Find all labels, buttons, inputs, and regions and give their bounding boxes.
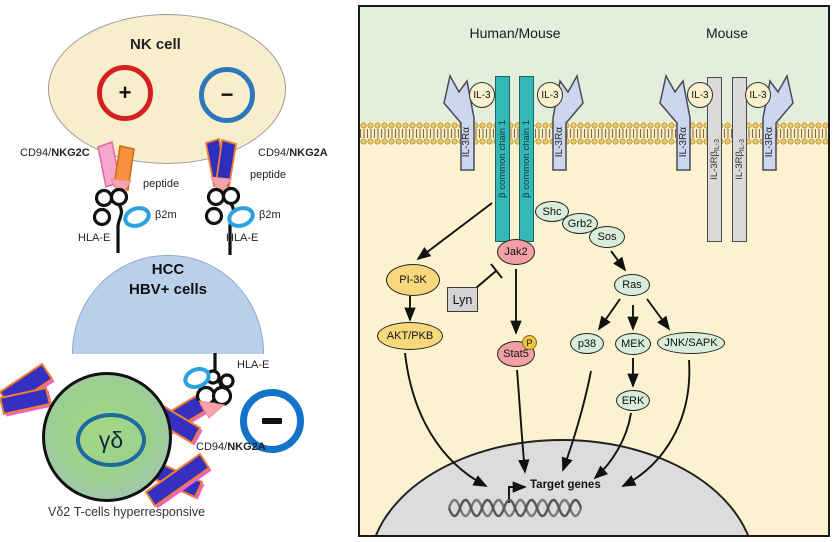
title-human-mouse: Human/Mouse [469,25,561,41]
title-mouse: Mouse [705,25,749,41]
node-lyn: Lyn [447,287,478,312]
b2m-right-label: β2m [259,209,281,221]
hcc-cell-label: HCC HBV+ cells [98,260,238,300]
il3ra-label-1: IL-3Rα [461,127,472,158]
peptide-right-shape [210,176,232,196]
node-ras: Ras [614,274,650,296]
peptide-bottom-shape [198,400,226,419]
arrow-ras-to-jnk [646,298,671,331]
minus-bar [262,418,282,424]
arrow-ras-to-p38 [597,298,621,331]
il3-ligand-2: IL-3 [537,82,563,108]
il3-ligand-1: IL-3 [469,82,495,108]
arrow-chain-to-pi3k [416,202,493,261]
membrane-outer-leaflet [360,122,828,129]
b2m-right-shape [227,206,255,228]
cd94-prefix: CD94/ [258,147,290,159]
arrow-sos-to-ras [610,250,627,272]
node-akt-pkb: AKT/PKB [377,322,443,350]
cd94-nkg2a-bottom-label: CD94/NKG2A [196,441,266,453]
node-stat5: Stat5 [497,341,535,367]
beta-common-chain-2-bar: β common chain 1 [519,76,534,242]
beta-chain-label: β common chain 1 [521,120,532,198]
membrane-tails [360,129,828,138]
phospho-badge: P [522,335,537,350]
cd94-prefix: CD94/ [196,441,228,453]
cd94-prefix: CD94/ [20,147,52,159]
gd-label: γδ [98,426,124,453]
peptide-right-label: peptide [250,169,287,181]
membrane-inner-leaflet [360,138,828,145]
il3rb-bar-1: IL-3RβIL-3 [707,77,722,242]
node-shc: Shc [535,201,569,222]
activating-plus-badge: + [97,65,153,121]
hla-e-bottom-label: HLA-E [237,359,270,371]
hla-e-right-shape [204,186,241,255]
gd-tcell-nucleus: γδ [76,413,146,467]
target-genes-label: Target genes [530,479,601,491]
b2m-left-label: β2m [155,209,177,221]
node-jnk-sapk: JNK/SAPK [657,332,725,354]
b2m-left-shape [123,206,151,228]
cd94-nkg2c-label: CD94/NKG2C [20,147,90,159]
hla-e-left-label: HLA-E [78,232,111,244]
nk-cell-label: NK cell [130,36,181,53]
node-grb2: Grb2 [562,213,598,234]
hcc-line2: HBV+ cells [129,281,207,298]
inhibition-minus-badge [240,389,304,453]
beta-chain-label: β common chain 1 [497,120,508,198]
nkg2c-text: NKG2C [51,147,90,159]
peptide-left-label: peptide [143,178,180,190]
nkg2a-text: NKG2A [227,441,266,453]
hcc-line1: HCC [151,261,185,278]
inhibition-tbar [490,263,503,279]
hla-e-bottom-shape [195,353,235,407]
il3ra-label-2: IL-3Rα [554,127,565,158]
minus-sign: − [220,82,234,107]
il3-ligand-3: IL-3 [687,82,713,108]
signaling-panel: Human/Mouse Mouse β common chain 1 β com… [358,5,830,537]
node-p38: p38 [570,333,604,354]
il3ra-label-4: IL-3Rα [764,127,775,158]
il3-ligand-4: IL-3 [745,82,771,108]
peptide-left-shape [110,178,132,198]
caption-vd2: Vδ2 T-cells hyperresponsive [48,505,206,519]
node-sos: Sos [589,226,625,248]
plus-sign: + [118,80,132,105]
il3rb-label: IL-3RβIL-3 [708,139,721,180]
nkg2a-text: NKG2A [289,147,328,159]
cd94-nkg2a-label: CD94/NKG2A [258,147,328,159]
node-jak2: Jak2 [497,239,535,265]
hla-e-right-label: HLA-E [226,232,259,244]
node-pi3k: PI-3K [386,264,440,296]
beta-common-chain-1-bar: β common chain 1 [495,76,510,242]
node-mek: MEK [615,333,651,355]
inhibition-lyn-to-jak2 [475,270,497,289]
il3rb-bar-2: IL-3RβIL-3 [732,77,747,242]
il3rb-label: IL-3RβIL-3 [733,139,746,180]
inhibitory-minus-badge: − [199,67,255,123]
b2m-bottom-shape [183,367,211,389]
node-erk: ERK [616,390,650,411]
il3ra-label-3: IL-3Rα [678,127,689,158]
